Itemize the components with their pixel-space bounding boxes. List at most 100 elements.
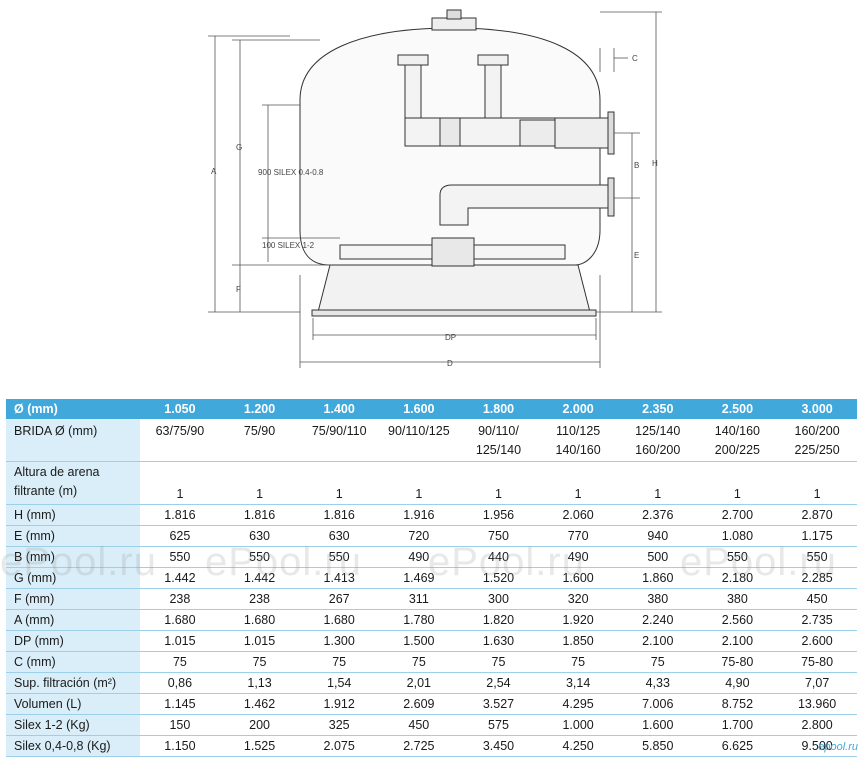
table-cell: 1 xyxy=(777,461,857,505)
table-cell: 625 xyxy=(140,525,220,547)
table-cell: 1.920 xyxy=(538,609,618,631)
row-label: B (mm) xyxy=(6,546,141,568)
table-cell: 1 xyxy=(379,461,459,505)
cell-line: 63/75/90 xyxy=(155,424,205,438)
table-cell: 75 xyxy=(299,651,380,673)
cell-line: 90/110/125 xyxy=(388,424,450,438)
table-cell: 320 xyxy=(538,588,618,610)
table-cell: 1.080 xyxy=(697,525,778,547)
table-cell: 1 xyxy=(219,461,300,505)
table-cell: 150 xyxy=(140,714,220,736)
table-cell: 200 xyxy=(219,714,300,736)
table-cell: 5.850 xyxy=(617,735,698,757)
table-cell: 2.560 xyxy=(697,609,778,631)
cell-line: 160/200 xyxy=(794,424,840,438)
table-cell: 1.820 xyxy=(458,609,539,631)
table-cell: 1.300 xyxy=(299,630,380,652)
table-cell: 2.100 xyxy=(617,630,698,652)
table-cell: 75 xyxy=(617,651,698,673)
cell-line: 90/110/ xyxy=(478,424,519,438)
dim-label-d: D xyxy=(447,359,453,368)
table-cell: 75/90/110 xyxy=(299,419,380,462)
cell-line: 200/225 xyxy=(714,443,760,457)
table-cell: 2.735 xyxy=(777,609,857,631)
cell-line: filtrante (m) xyxy=(14,484,78,498)
table-cell: 490 xyxy=(379,546,459,568)
table-cell: 8.752 xyxy=(697,693,778,715)
table-cell: 1.680 xyxy=(299,609,380,631)
table-cell: 550 xyxy=(140,546,220,568)
table-cell: 450 xyxy=(777,588,857,610)
dim-label-c: C xyxy=(632,54,638,63)
table-cell: 630 xyxy=(299,525,380,547)
table-cell: 75-80 xyxy=(697,651,778,673)
table-cell: 2.376 xyxy=(617,504,698,526)
tank-base xyxy=(317,264,591,313)
table-cell: 550 xyxy=(219,546,300,568)
table-cell: 1.680 xyxy=(219,609,300,631)
dim-label-e: E xyxy=(634,251,639,260)
table-cell: 75 xyxy=(219,651,300,673)
table-cell: 75 xyxy=(538,651,618,673)
table-cell: 2,01 xyxy=(379,672,459,694)
row-label: G (mm) xyxy=(6,567,141,589)
table-cell: 1,13 xyxy=(219,672,300,694)
header-size: 2.000 xyxy=(538,399,618,419)
table-cell: 1 xyxy=(617,461,698,505)
row-label: F (mm) xyxy=(6,588,141,610)
table-cell: 4,90 xyxy=(697,672,778,694)
table-cell: 90/110/125 xyxy=(379,419,459,462)
table-cell: 1.816 xyxy=(219,504,300,526)
table-cell: 1.956 xyxy=(458,504,539,526)
header-size: 3.000 xyxy=(777,399,857,419)
table-cell: 63/75/90 xyxy=(140,419,220,462)
table-cell: 2.870 xyxy=(777,504,857,526)
cell-line: Altura de arena xyxy=(14,465,100,479)
table-cell: 1,54 xyxy=(299,672,380,694)
table-cell: 1.015 xyxy=(140,630,220,652)
row-label: A (mm) xyxy=(6,609,141,631)
table-cell: 1 xyxy=(538,461,618,505)
table-cell: 0,86 xyxy=(140,672,220,694)
table-cell: 4.250 xyxy=(538,735,618,757)
table-cell: 1.500 xyxy=(379,630,459,652)
table-cell: 1 xyxy=(697,461,778,505)
table-cell: 490 xyxy=(538,546,618,568)
table-cell: 3.450 xyxy=(458,735,539,757)
row-label: Sup. filtración (m²) xyxy=(6,672,141,694)
table-cell: 1 xyxy=(140,461,220,505)
table-cell: 380 xyxy=(617,588,698,610)
table-cell: 1.680 xyxy=(140,609,220,631)
header-size: 1.050 xyxy=(140,399,220,419)
table-cell: 2.609 xyxy=(379,693,459,715)
table-cell: 2.600 xyxy=(777,630,857,652)
table-cell: 7,07 xyxy=(777,672,857,694)
table-cell: 2.100 xyxy=(697,630,778,652)
header-size: 1.400 xyxy=(299,399,380,419)
table-cell: 500 xyxy=(617,546,698,568)
table-cell: 13.960 xyxy=(777,693,857,715)
dim-label-b: B xyxy=(634,161,639,170)
table-cell: 238 xyxy=(219,588,300,610)
table-cell: 4,33 xyxy=(617,672,698,694)
table-cell: 2.240 xyxy=(617,609,698,631)
top-cap xyxy=(431,17,477,31)
table-cell: 2.060 xyxy=(538,504,618,526)
table-cell: 6.625 xyxy=(697,735,778,757)
table-cell: 3,14 xyxy=(538,672,618,694)
cell-line: 140/160 xyxy=(555,443,601,457)
header-size: 1.600 xyxy=(379,399,459,419)
table-cell: 1.912 xyxy=(299,693,380,715)
table-cell: 1 xyxy=(458,461,539,505)
